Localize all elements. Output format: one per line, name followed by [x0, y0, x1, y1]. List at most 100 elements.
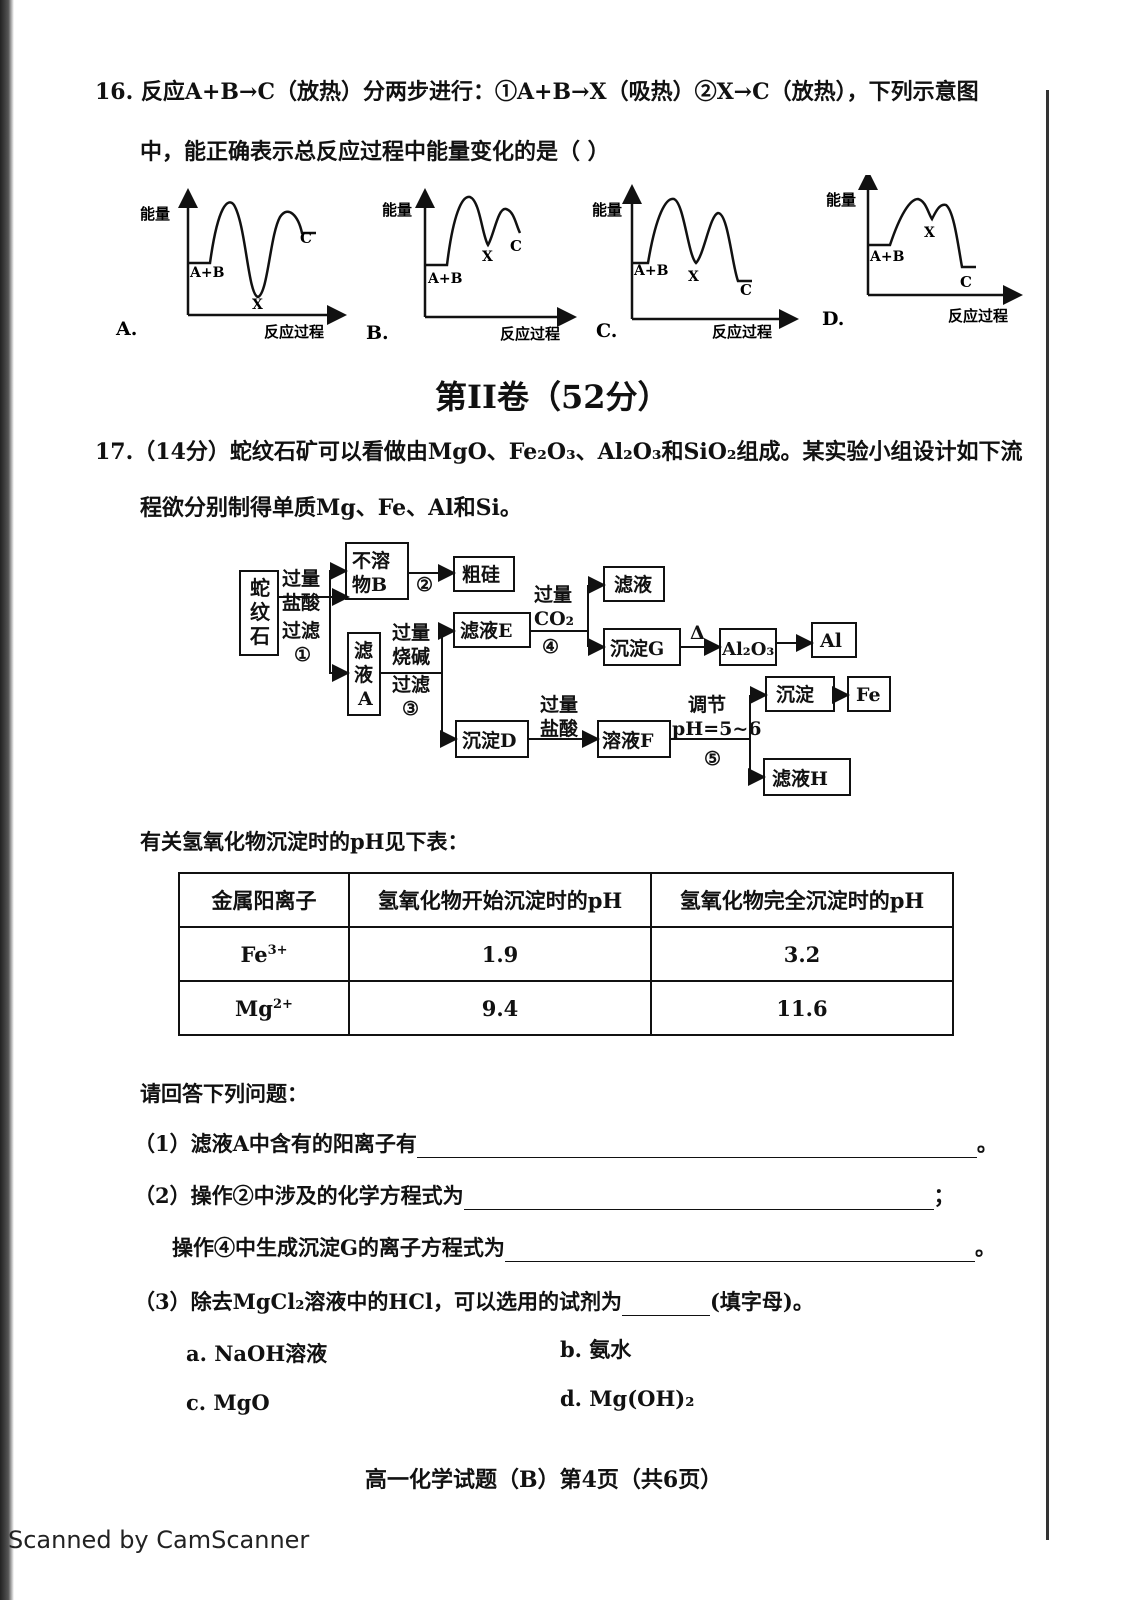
ion-symbol: Fe	[240, 941, 268, 967]
flow-heat: Δ	[690, 622, 705, 644]
flow-naoh-1: 过量	[392, 622, 430, 644]
table-header-row: 金属阳离子 氢氧化物开始沉淀时的pH 氢氧化物完全沉淀时的pH	[178, 872, 954, 928]
choice-d[interactable]: d. Mg(OH)₂	[560, 1386, 695, 1411]
scan-left-edge	[0, 0, 14, 1600]
table-header: 氢氧化物开始沉淀时的pH	[348, 872, 652, 928]
graph-a-ylabel: 能量	[140, 205, 170, 223]
choice-c[interactable]: c. MgO	[186, 1390, 270, 1415]
table-cell: 11.6	[650, 980, 954, 1036]
process-flowchart: 蛇 纹 石 过量 盐酸 过滤 ① 不溶 物B ② 粗硅 滤 液 A 过量 烧碱 …	[239, 542, 891, 796]
flow-filter1: 过滤	[282, 620, 320, 642]
graph-a: 能量 A+B X C 反应过程 A.	[115, 188, 347, 341]
section-title: 第II卷（52分）	[435, 378, 670, 416]
flow-naoh-2: 烧碱	[392, 645, 430, 668]
flow-hcl-2: 盐酸	[282, 591, 321, 614]
table-row: Fe3+ 1.9 3.2	[178, 926, 954, 982]
question-3-text: （3）除去MgCl₂溶液中的HCl，可以选用的试剂为	[134, 1289, 622, 1314]
choice-a[interactable]: a. NaOH溶液	[186, 1341, 328, 1366]
graph-b: 能量 A+B X C 反应过程 B.	[366, 188, 577, 344]
flow-co2-2: CO₂	[534, 608, 574, 630]
flow-hcl2-1: 过量	[540, 694, 578, 716]
graph-d-xlabel: 反应过程	[948, 307, 1008, 325]
question-2a-text: （2）操作②中涉及的化学方程式为	[134, 1183, 464, 1208]
graph-d-ab: A+B	[869, 249, 905, 265]
table-header: 氢氧化物完全沉淀时的pH	[650, 872, 954, 928]
flow-hcl2-2: 盐酸	[540, 717, 579, 740]
flow-hcl-1: 过量	[282, 568, 320, 590]
flow-step4: ④	[542, 636, 559, 658]
energy-diagrams: 能量 A+B X C 反应过程 A. 能量 A+B X C 反应过程 B. 能量…	[115, 175, 1023, 344]
flow-ph: pH=5~6	[672, 718, 762, 740]
graph-d-c: C	[960, 273, 972, 291]
answer-blank-2b[interactable]	[504, 1235, 975, 1262]
question-2a-end: ；	[933, 1183, 955, 1208]
graph-b-xlabel: 反应过程	[500, 325, 560, 343]
flow-ore-3: 石	[249, 624, 270, 648]
flow-co2-1: 过量	[534, 584, 572, 606]
ion-symbol: Mg	[235, 995, 273, 1021]
graph-a-ab: A+B	[189, 265, 225, 281]
graph-b-ylabel: 能量	[382, 201, 412, 219]
option-d[interactable]: D.	[822, 308, 844, 330]
flow-step3: ③	[402, 698, 419, 720]
graph-a-xlabel: 反应过程	[264, 323, 324, 341]
flow-ore-1: 蛇	[250, 576, 270, 600]
flow-filtratea-3: A	[357, 688, 373, 710]
graph-a-c: C	[300, 229, 312, 247]
graph-c-x: X	[688, 269, 699, 285]
table-cell-ion: Fe3+	[178, 926, 350, 982]
answer-blank-2a[interactable]	[463, 1183, 934, 1210]
flow-al: Al	[819, 630, 842, 652]
table-cell-ion: Mg2+	[178, 980, 350, 1036]
answer-blank-1[interactable]	[416, 1131, 977, 1158]
flow-filtratea-1: 滤	[354, 640, 373, 662]
table-intro: 有关氢氧化物沉淀时的pH见下表：	[140, 829, 469, 854]
q16-line2: 中，能正确表示总反应过程中能量变化的是（ ）	[140, 139, 610, 165]
table-cell: 3.2	[650, 926, 954, 982]
option-c[interactable]: C.	[596, 320, 617, 342]
graph-b-c: C	[510, 237, 522, 255]
flow-insolb-1: 不溶	[352, 549, 390, 572]
flow-solution-f: 溶液F	[602, 729, 654, 752]
question-2b-end: 。	[974, 1235, 996, 1260]
answer-intro: 请回答下列问题：	[140, 1081, 308, 1106]
flow-step1: ①	[294, 644, 311, 666]
flow-step2: ②	[416, 574, 433, 596]
flow-filter3: 过滤	[392, 674, 430, 696]
question-1-end: 。	[976, 1131, 998, 1156]
question-1-text: （1）滤液A中含有的阳离子有	[134, 1131, 417, 1156]
graph-c-ab: A+B	[633, 263, 669, 279]
question-2b: 操作④中生成沉淀G的离子方程式为 。	[172, 1232, 996, 1262]
graph-b-x: X	[482, 249, 493, 265]
table-row: Mg2+ 9.4 11.6	[178, 980, 954, 1036]
question-2a: （2）操作②中涉及的化学方程式为 ；	[134, 1180, 955, 1210]
ph-table: 金属阳离子 氢氧化物开始沉淀时的pH 氢氧化物完全沉淀时的pH Fe3+ 1.9…	[178, 872, 954, 1036]
table-header: 金属阳离子	[178, 872, 350, 928]
question-3-end: (填字母)。	[709, 1289, 814, 1314]
page-footer: 高一化学试题（B）第4页（共6页）	[365, 1467, 723, 1493]
option-b[interactable]: B.	[366, 322, 389, 344]
graph-d-x: X	[924, 225, 935, 241]
flow-ore-2: 纹	[250, 600, 271, 624]
q16-line1: 16. 反应A+B→C（放热）分两步进行：①A+B→X（吸热）②X→C（放热），…	[95, 79, 979, 105]
table-cell: 9.4	[348, 980, 652, 1036]
flow-insolb-2: 物B	[352, 573, 387, 596]
graph-c-xlabel: 反应过程	[712, 323, 772, 341]
ion-charge: 3+	[267, 942, 288, 958]
graph-c-c: C	[740, 281, 752, 299]
answer-blank-3[interactable]	[621, 1289, 710, 1316]
scan-right-edge	[1046, 90, 1049, 1540]
graph-d: 能量 A+B X C 反应过程 D.	[822, 175, 1023, 330]
graph-c-ylabel: 能量	[592, 201, 622, 219]
choice-b[interactable]: b. 氨水	[560, 1337, 632, 1362]
question-2b-text: 操作④中生成沉淀G的离子方程式为	[172, 1235, 505, 1260]
flow-filtrate-h: 滤液H	[772, 767, 828, 790]
graph-d-ylabel: 能量	[826, 191, 856, 209]
flow-filtrate: 滤液	[614, 573, 653, 596]
flow-step5: ⑤	[704, 748, 721, 770]
question-1: （1）滤液A中含有的阳离子有 。	[134, 1128, 998, 1158]
scanner-watermark: Scanned by CamScanner	[8, 1526, 310, 1554]
graph-c: 能量 A+B X C 反应过程 C.	[592, 184, 799, 342]
flow-filtrate-e: 滤液E	[460, 619, 512, 642]
option-a[interactable]: A.	[115, 318, 137, 340]
